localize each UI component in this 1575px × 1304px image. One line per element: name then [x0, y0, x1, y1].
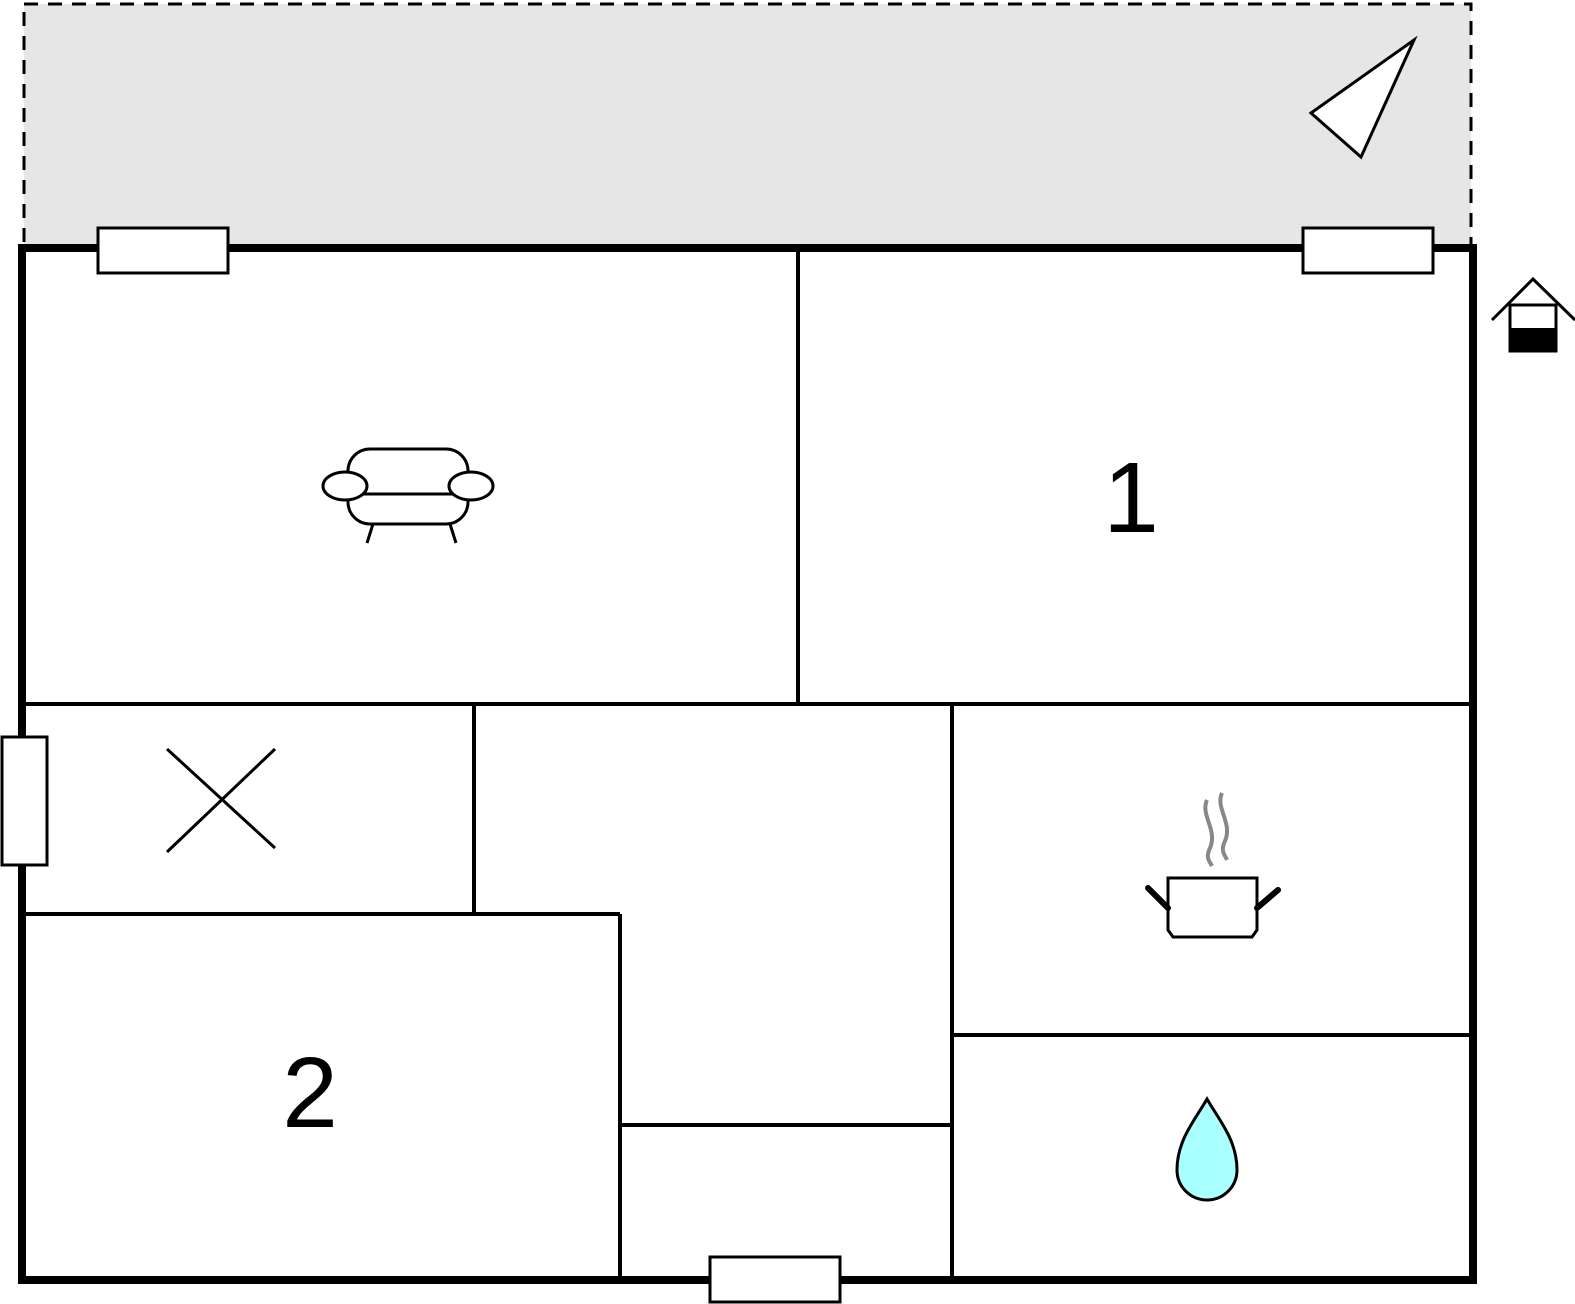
- cross-icon: [165, 747, 277, 854]
- window-left: [0, 735, 49, 867]
- water-drop-icon: [1175, 1095, 1239, 1202]
- interior-walls: [22, 248, 1473, 1280]
- windows: [0, 226, 1435, 1304]
- cooking-pot-icon: [1145, 792, 1281, 939]
- room-label-bedroom-1: 1: [1103, 442, 1159, 554]
- terrace: [22, 2, 1473, 250]
- outer-walls: [18, 244, 1477, 1284]
- sofa-icon: [321, 447, 495, 544]
- north-arrow-icon: [1308, 35, 1418, 160]
- room-label-bedroom-2: 2: [282, 1037, 338, 1149]
- window-top-left: [96, 226, 230, 275]
- window-top-right: [1301, 226, 1435, 275]
- house-entrance-icon: [1490, 276, 1575, 353]
- window-bottom: [708, 1255, 842, 1304]
